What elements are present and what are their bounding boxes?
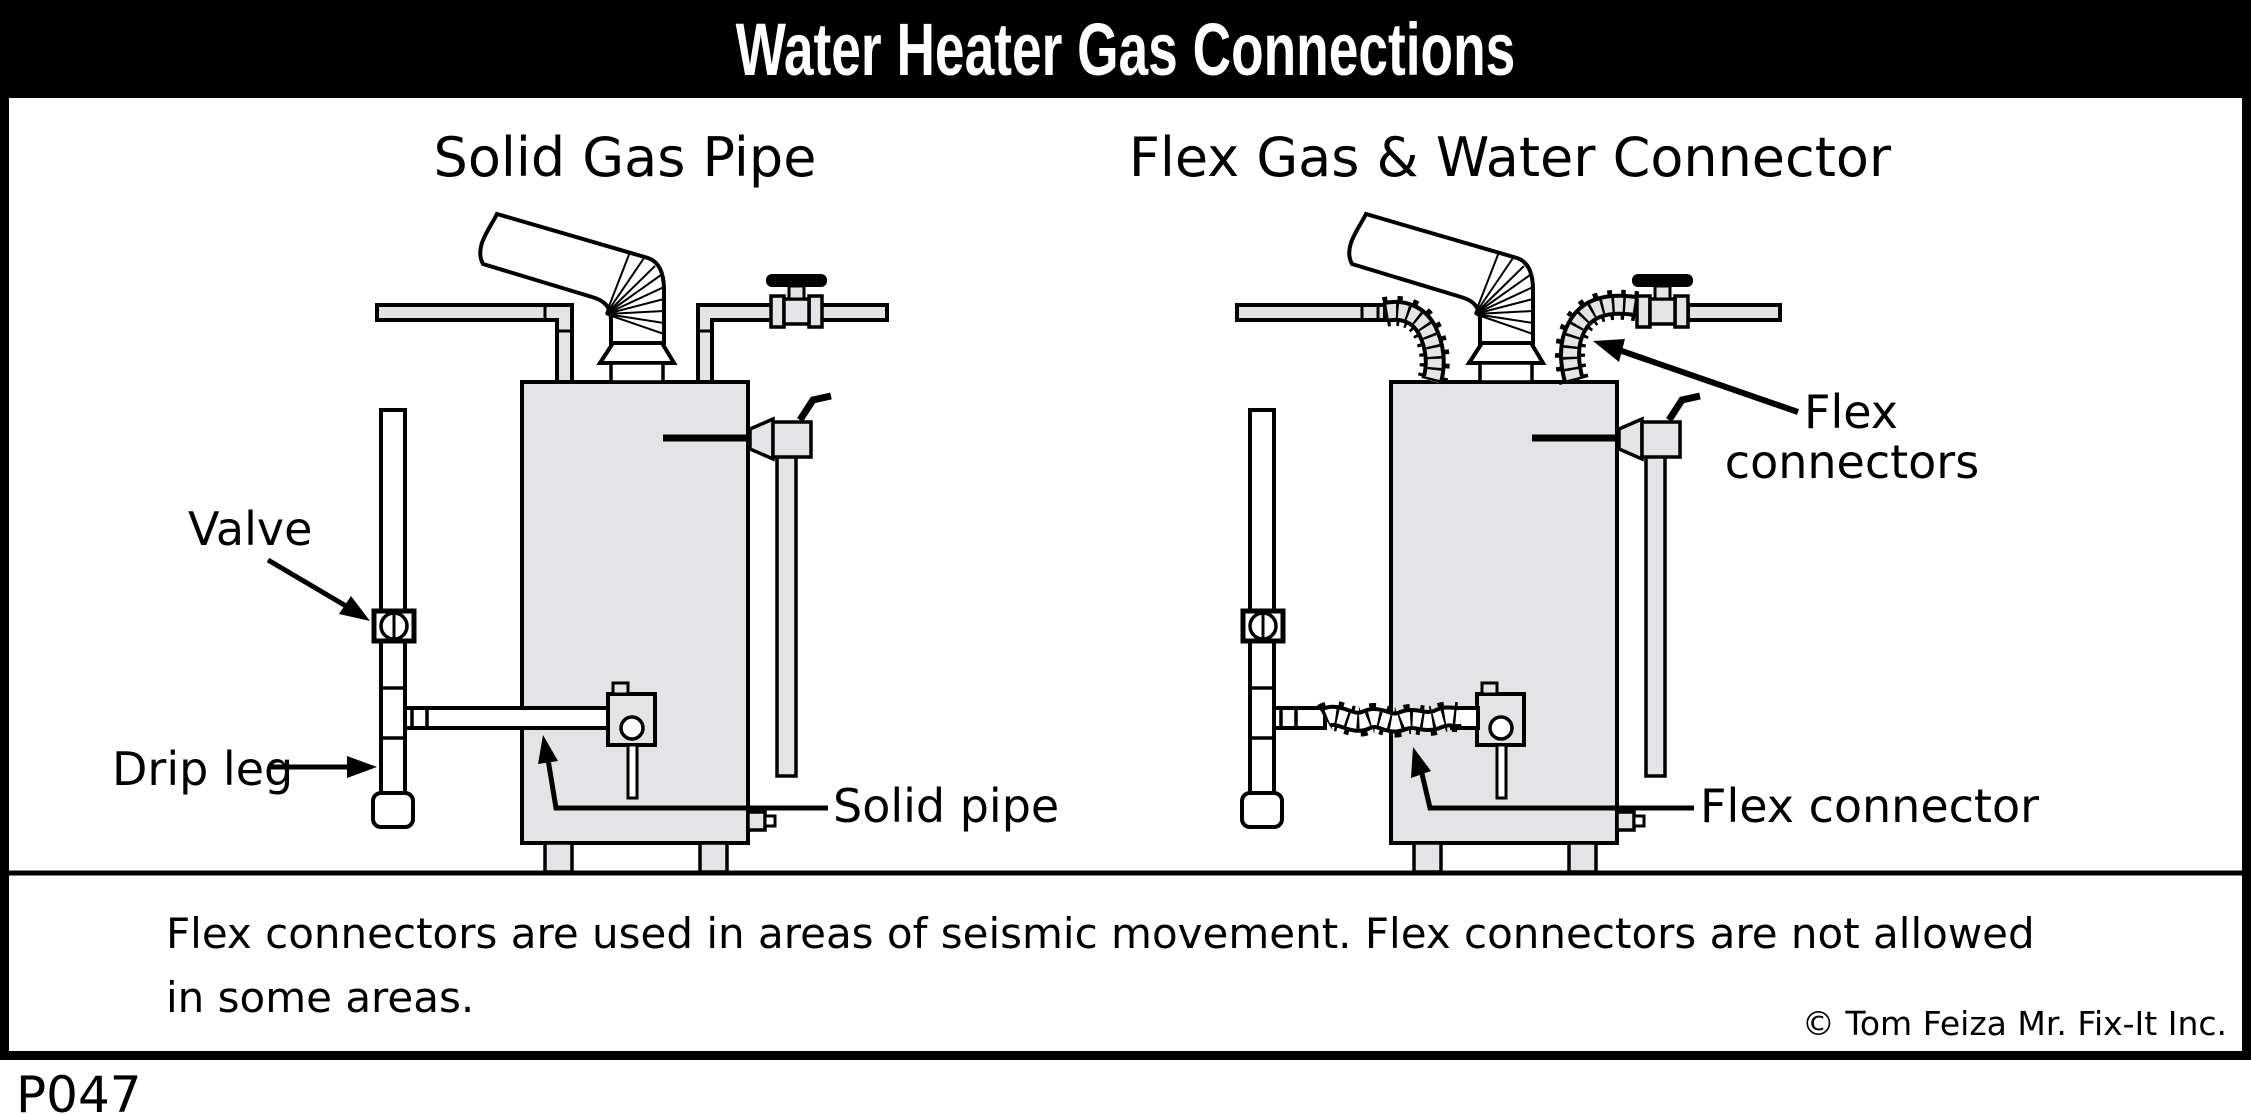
water-valve-flange	[769, 294, 786, 329]
water-shutoff-valve	[1648, 297, 1677, 326]
figure-code: P047	[16, 1066, 142, 1114]
left-panel-heading: Solid Gas Pipe	[433, 126, 817, 189]
left-water-piping	[375, 274, 889, 384]
water-valve-stem	[1653, 284, 1672, 301]
drip-leg-callout: Drip leg	[112, 742, 377, 796]
hot-water-flex-connector	[1385, 311, 1435, 381]
caption-line-2: in some areas.	[166, 973, 475, 1022]
title-banner: Water Heater Gas Connections	[0, 0, 2251, 98]
valve-label: Valve	[188, 502, 312, 556]
arrowhead	[538, 735, 558, 764]
callout-arrow-line	[266, 557, 348, 609]
solid-gas-pipe	[403, 706, 610, 730]
right-gas-horizontal-pipe	[1272, 708, 1480, 728]
valve-callout: Valve	[188, 502, 370, 621]
water-valve-flange	[807, 294, 824, 329]
water-valve-t-handle	[766, 274, 827, 287]
cold-water-pipe	[1686, 303, 1782, 322]
hot-water-pipe	[1235, 303, 1387, 322]
page-title: Water Heater Gas Connections	[735, 7, 1516, 91]
flex-connector-label: Flex connector	[1700, 779, 2039, 833]
flex-connectors-label-line1: Flex	[1804, 385, 1898, 439]
caption-line-1: Flex connectors are used in areas of sei…	[166, 909, 2035, 958]
water-shutoff-valve	[782, 297, 811, 326]
frame-border-left	[0, 98, 9, 1060]
arrowhead	[347, 756, 377, 778]
right-water-piping	[1235, 274, 1782, 381]
water-valve-t-handle	[1632, 274, 1693, 287]
caption: Flex connectors are used in areas of sei…	[166, 902, 2035, 1030]
water-valve-stem	[787, 284, 806, 301]
callout-leader-line	[1416, 760, 1694, 811]
frame-border-right	[2242, 98, 2251, 1060]
arrowhead	[1593, 339, 1625, 362]
gas-flex-connector	[1325, 716, 1460, 723]
copyright-credit: © Tom Feiza Mr. Fix-It Inc.	[1801, 1004, 2227, 1043]
frame-border-bottom	[0, 1051, 2251, 1060]
hot-water-pipe	[375, 303, 574, 384]
solid-pipe-label: Solid pipe	[833, 779, 1059, 833]
flex-connector-callout: Flex connector	[1411, 747, 2039, 833]
solid-pipe-callout: Solid pipe	[538, 735, 1059, 833]
right-heater-flex-connector: Flex connectors Flex connector	[1235, 214, 2039, 872]
arrowhead	[339, 596, 370, 621]
right-panel-heading: Flex Gas & Water Connector	[1128, 126, 1892, 189]
flex-connectors-label-line2: connectors	[1725, 435, 1979, 489]
flex-connectors-callout: Flex connectors	[1593, 339, 1979, 489]
callout-leader-line	[543, 746, 828, 811]
left-heater-solid-pipe: Valve Drip leg Solid pipe	[112, 214, 1059, 872]
left-gas-horizontal-pipe	[403, 706, 610, 730]
arrowhead	[1411, 747, 1431, 778]
water-valve-flange	[1673, 294, 1690, 329]
water-valve-flange	[1635, 294, 1652, 329]
drip-leg-label: Drip leg	[112, 742, 293, 796]
cold-water-pipe	[696, 303, 889, 384]
callout-arrow-line	[1615, 346, 1799, 415]
